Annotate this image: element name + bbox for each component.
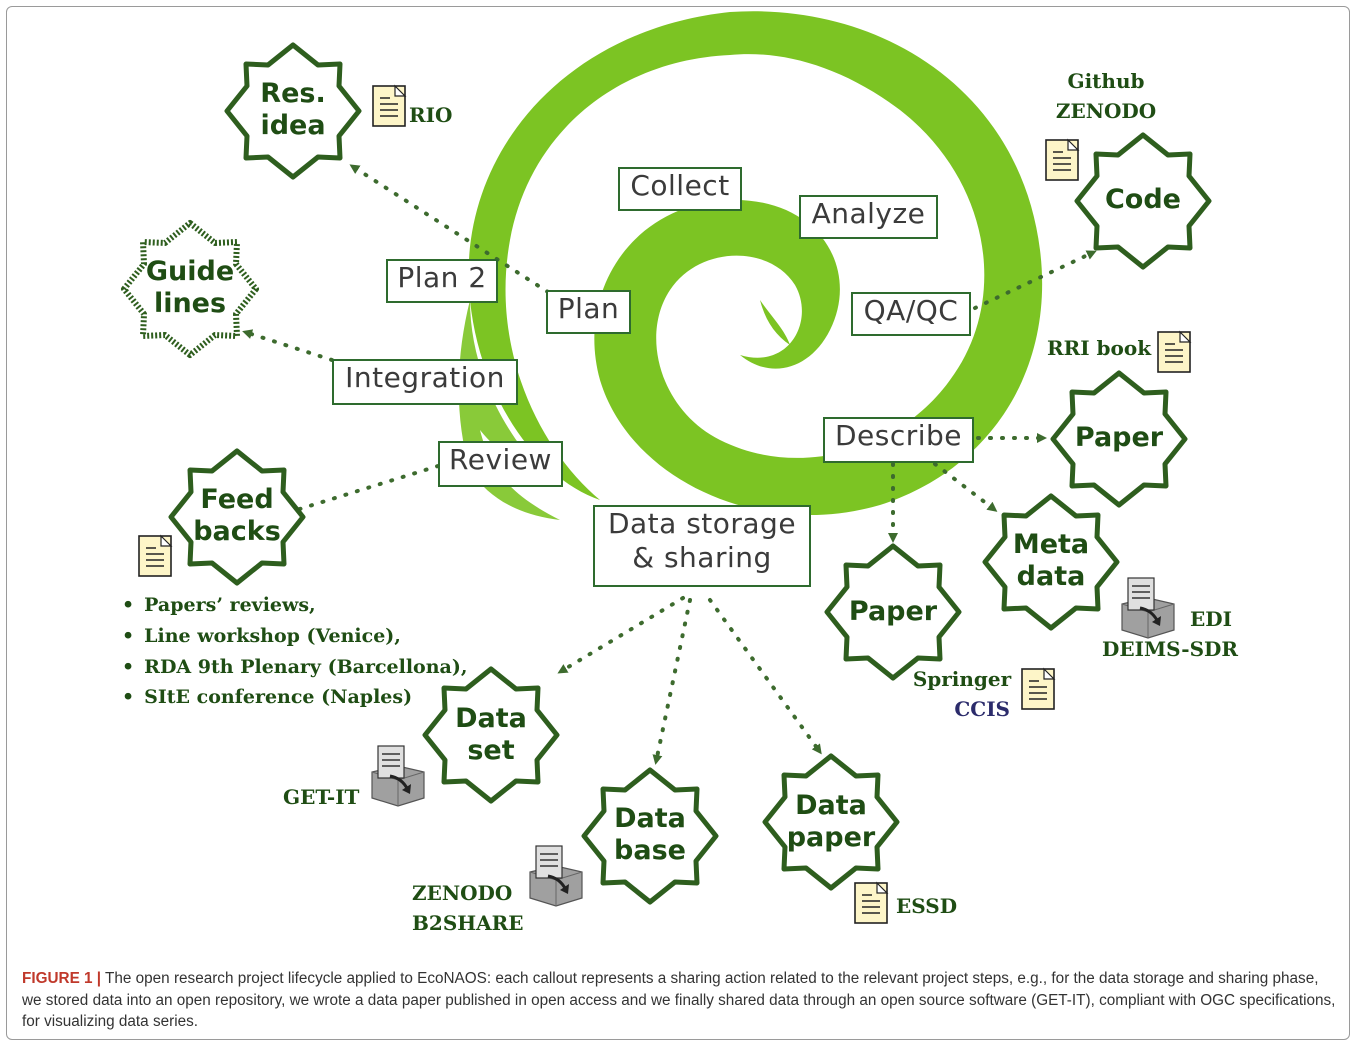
- figure-caption: FIGURE 1 | The open research project lif…: [22, 968, 1338, 1033]
- callout-res-idea-line2: idea: [260, 109, 326, 141]
- callout-metadata-label: Meta data: [991, 529, 1111, 593]
- tool-metadata-platforms: EDI DEIMS-SDR: [1094, 604, 1246, 664]
- callout-database-line1: Data: [614, 803, 686, 834]
- callout-metadata-line2: data: [1016, 560, 1086, 592]
- callout-feedbacks-line2: backs: [193, 515, 281, 547]
- tool-rri-book: RRI book: [1047, 336, 1152, 360]
- connector-storage-to-dataset: [557, 596, 685, 674]
- callout-guidelines-line1: Guide: [145, 256, 235, 287]
- feedbacks-list-item: Papers’ reviews,: [122, 590, 467, 621]
- callout-stars: [121, 42, 1212, 905]
- stage-storage-line1: Data storage: [607, 507, 797, 540]
- stage-storage-line2: & sharing: [632, 540, 772, 574]
- callout-guidelines-label: Guide lines: [130, 256, 250, 320]
- tool-database-platforms: ZENODO B2SHARE: [412, 878, 524, 938]
- lifecycle-diagram: [121, 11, 1212, 924]
- star-res-idea: [224, 42, 362, 180]
- stage-describe: Describe: [823, 417, 974, 463]
- star-guidelines: [121, 220, 259, 358]
- tool-b2share: B2SHARE: [412, 911, 524, 935]
- star-metadata: [982, 493, 1120, 631]
- star-paper-springer: [824, 543, 962, 681]
- callout-datapaper-line1: Data: [795, 790, 867, 821]
- star-feedbacks: [168, 448, 306, 586]
- callout-dataset-line2: set: [467, 734, 515, 766]
- callout-res-idea-line1: Res.: [260, 78, 326, 109]
- tool-zenodo-db: ZENODO: [412, 881, 513, 905]
- stage-data-storage-sharing: Data storage & sharing: [593, 505, 811, 587]
- callout-code-label: Code: [1083, 184, 1203, 216]
- tool-code-platforms: Github ZENODO: [1044, 66, 1168, 126]
- callout-paper-rri-line1: Paper: [1074, 422, 1164, 453]
- stage-plan: Plan: [546, 290, 631, 334]
- stage-integration: Integration: [332, 359, 518, 405]
- feedbacks-list-item: Line workshop (Venice),: [122, 621, 467, 652]
- callout-metadata-line1: Meta: [1012, 529, 1090, 560]
- star-database: [581, 767, 719, 905]
- stage-analyze: Analyze: [799, 195, 938, 239]
- callout-feedbacks-label: Feed backs: [177, 484, 297, 548]
- doc-icon-springer: [1021, 668, 1055, 710]
- callout-datapaper-line2: paper: [786, 821, 876, 853]
- stage-qaqc: QA/QC: [851, 292, 971, 336]
- connector-plan-to-residea: [349, 164, 550, 294]
- connector-integration-to-guidelines: [242, 329, 334, 362]
- star-datapaper: [762, 753, 900, 891]
- tool-zenodo-code: ZENODO: [1055, 99, 1157, 123]
- connectors: [242, 164, 1097, 765]
- callout-database-label: Data base: [590, 803, 710, 867]
- callout-paper-rri-label: Paper: [1059, 422, 1179, 454]
- connector-describe-to-metadata: [933, 462, 998, 512]
- feedbacks-list: Papers’ reviews, Line workshop (Venice),…: [122, 590, 467, 713]
- tool-springer: Springer: [912, 667, 1012, 691]
- doc-icon-rio: [372, 85, 406, 127]
- caption-text: The open research project lifecycle appl…: [22, 970, 1336, 1031]
- doc-icon-essd: [854, 882, 888, 924]
- figure-frame: [6, 6, 1350, 1040]
- doc-icon-rri: [1157, 331, 1191, 373]
- callout-feedbacks-line1: Feed: [200, 484, 274, 515]
- connector-qaqc-to-code: [973, 250, 1097, 310]
- tool-getit: GET-IT: [283, 785, 360, 809]
- connector-storage-to-datapaper: [708, 598, 822, 755]
- stage-collect: Collect: [618, 167, 742, 211]
- callout-code-line1: Code: [1104, 184, 1181, 215]
- tool-ccis: CCIS: [954, 697, 1010, 721]
- stage-plan2: Plan 2: [386, 259, 498, 303]
- callout-res-idea-label: Res. idea: [233, 78, 353, 142]
- doc-icon-feedbacks: [138, 535, 172, 577]
- box-icon-getit: [370, 744, 426, 808]
- box-icon-zenodo: [528, 844, 584, 908]
- caption-label: FIGURE 1 |: [22, 970, 102, 987]
- stage-review: Review: [438, 441, 563, 487]
- callout-dataset-label: Data set: [431, 703, 551, 767]
- tool-github: Github: [1067, 69, 1145, 93]
- callout-datapaper-label: Data paper: [771, 790, 891, 854]
- connector-storage-to-database: [652, 598, 692, 765]
- feedbacks-list-item: SItE conference (Naples): [122, 682, 467, 713]
- tool-edi: EDI: [1190, 607, 1232, 631]
- tool-rio: RIO: [409, 103, 453, 127]
- connector-review-to-feedbacks: [287, 464, 440, 515]
- star-code: [1074, 132, 1212, 270]
- tool-deims: DEIMS-SDR: [1102, 637, 1238, 661]
- star-paper-rri: [1050, 370, 1188, 508]
- callout-paper-springer-line1: Paper: [848, 596, 938, 627]
- tool-essd: ESSD: [896, 894, 958, 918]
- doc-icon-code: [1045, 139, 1079, 181]
- callout-guidelines-line2: lines: [153, 287, 227, 319]
- tool-springer-ccis: Springer CCIS: [908, 664, 1016, 724]
- callout-database-line2: base: [614, 834, 686, 866]
- feedbacks-list-item: RDA 9th Plenary (Barcellona),: [122, 652, 467, 683]
- callout-paper-springer-label: Paper: [833, 596, 953, 628]
